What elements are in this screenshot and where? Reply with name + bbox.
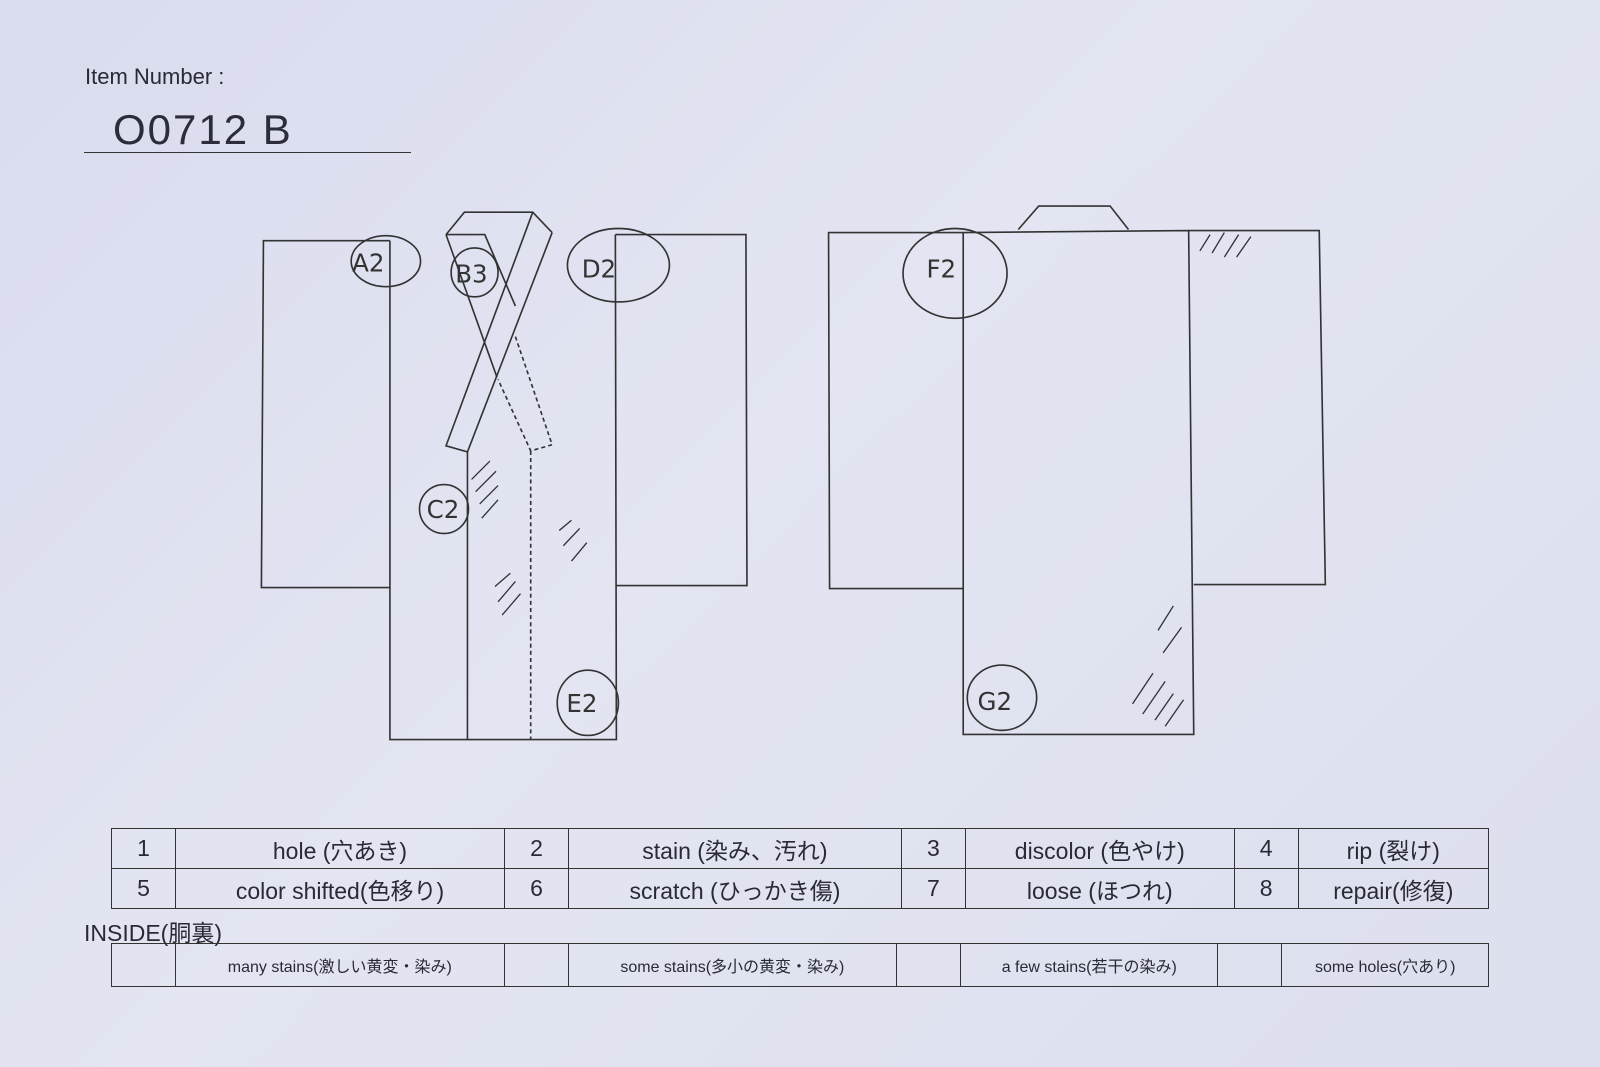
mark-circle-B <box>450 247 499 298</box>
legend-number: 3 <box>900 828 966 869</box>
inside-checkbox-cell[interactable] <box>896 943 962 987</box>
table-row: 5 color shifted(色移り) 6 scratch (ひっかき傷) 7… <box>111 868 1490 909</box>
legend-number: 1 <box>111 828 176 869</box>
legend-text: scratch (ひっかき傷) <box>567 868 902 909</box>
mark-a2: A2 <box>352 248 384 277</box>
table-row: many stains(激しい黄変・染み) some stains(多小の黄変・… <box>111 943 1489 987</box>
item-number-underline <box>84 152 411 153</box>
legend-number: 2 <box>503 828 569 869</box>
mark-circle-E <box>556 669 620 737</box>
back-collar <box>1017 205 1130 231</box>
inside-title: INSIDE(胴裏) <box>84 920 222 946</box>
legend-text: hole (穴あき) <box>175 828 505 869</box>
back-scratch-hatches <box>1131 232 1252 727</box>
front-collar-top <box>445 211 553 236</box>
legend-number: 6 <box>503 868 569 909</box>
legend-text: color shifted(色移り) <box>175 868 505 909</box>
mark-g2: G2 <box>977 687 1012 716</box>
mark-d2: D2 <box>582 254 616 283</box>
legend-text: rip (裂け) <box>1297 828 1490 869</box>
back-left-sleeve <box>827 231 964 590</box>
inside-checkbox-cell[interactable] <box>111 943 176 987</box>
mark-circle-G <box>966 664 1038 732</box>
legend-number: 5 <box>111 868 176 909</box>
damage-legend-table: 1 hole (穴あき) 2 stain (染み、汚れ) 3 discolor … <box>111 828 1490 909</box>
mark-f2: F2 <box>926 254 956 283</box>
legend-number: 4 <box>1233 828 1299 869</box>
front-collar-band <box>444 211 553 453</box>
legend-text: discolor (色やけ) <box>964 828 1235 869</box>
mark-circle-F <box>902 227 1008 320</box>
inside-option: some stains(多小の黄変・染み) <box>567 943 898 987</box>
mark-c2: C2 <box>427 495 460 524</box>
mark-circle-C <box>418 483 470 535</box>
inside-checkbox-cell[interactable] <box>1217 943 1283 987</box>
item-number-value: O0712 B <box>113 106 293 153</box>
mark-circle-A <box>350 234 422 288</box>
front-body <box>389 234 618 741</box>
back-right-sleeve <box>1188 229 1327 586</box>
item-number-label: Item Number : <box>85 64 225 89</box>
front-scratch-hatches <box>471 460 588 616</box>
kimono-back <box>827 205 1327 736</box>
table-row: 1 hole (穴あき) 2 stain (染み、汚れ) 3 discolor … <box>111 828 1490 869</box>
legend-text: stain (染み、汚れ) <box>567 828 902 869</box>
kimono-front <box>260 211 748 741</box>
inside-option: some holes(穴あり) <box>1281 943 1489 987</box>
mark-circle-D <box>566 227 671 303</box>
inside-condition-table: many stains(激しい黄変・染み) some stains(多小の黄変・… <box>111 943 1489 987</box>
legend-text: loose (ほつれ) <box>964 868 1235 909</box>
front-left-sleeve <box>260 239 390 589</box>
back-body <box>962 229 1195 736</box>
inside-checkbox-cell[interactable] <box>503 943 569 987</box>
front-right-sleeve <box>615 233 748 587</box>
legend-number: 8 <box>1233 868 1299 909</box>
legend-number: 7 <box>900 868 966 909</box>
legend-text: repair(修復) <box>1297 868 1490 909</box>
mark-e2: E2 <box>566 689 597 718</box>
inside-option: many stains(激しい黄変・染み) <box>175 943 505 987</box>
inside-option: a few stains(若干の染み) <box>960 943 1219 987</box>
mark-b3: B3 <box>455 260 487 289</box>
